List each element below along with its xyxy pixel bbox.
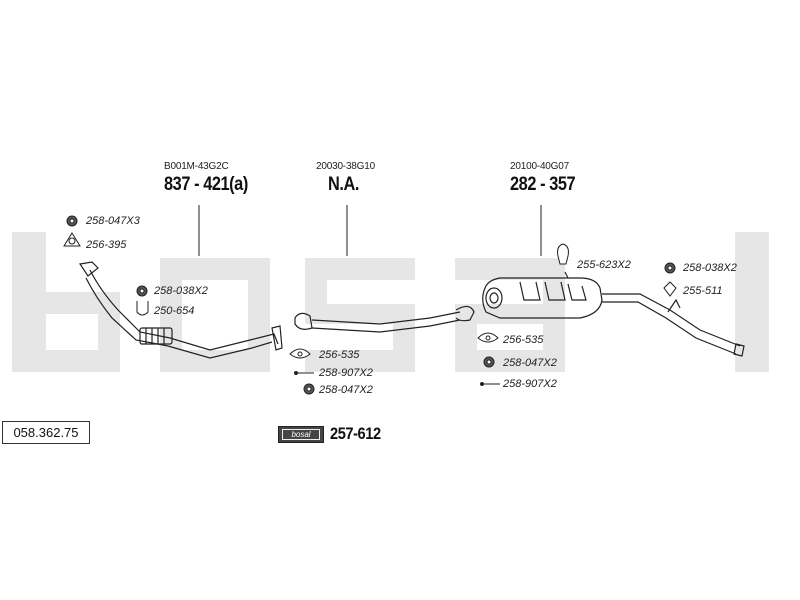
accessory-label: 258-907X2 xyxy=(503,378,557,390)
part-number-front: 837 - 421(a) xyxy=(164,174,248,195)
front-pipe xyxy=(78,261,283,359)
hanger-icon xyxy=(557,243,569,265)
accessory-label: 258-047X2 xyxy=(503,357,557,369)
accessory-label: 258-038X2 xyxy=(154,285,208,297)
gasket-icon xyxy=(63,232,81,247)
accessory-label: 256-395 xyxy=(86,239,127,251)
oem-number-rear: 20100-40G07 xyxy=(510,161,569,172)
u-clamp-icon xyxy=(136,301,149,316)
part-number-middle: N.A. xyxy=(328,174,359,195)
kit-part-number: 257-612 xyxy=(330,424,381,443)
accessory-label: 258-047X2 xyxy=(319,384,373,396)
accessory-label: 255-511 xyxy=(683,285,723,297)
accessory-label: 255-623X2 xyxy=(577,259,631,271)
bosal-logo: bosal xyxy=(278,426,324,443)
oem-number-middle: 20030-38G10 xyxy=(316,161,375,172)
accessory-icons xyxy=(63,215,677,395)
middle-pipe xyxy=(294,305,475,333)
part-number-rear: 282 - 357 xyxy=(510,174,576,195)
accessory-label: 258-907X2 xyxy=(319,367,373,379)
accessory-label: 256-535 xyxy=(319,349,360,361)
rubber-mount-icon xyxy=(663,281,677,297)
accessory-label: 256-535 xyxy=(503,334,544,346)
accessory-label: 258-038X2 xyxy=(683,262,737,274)
oem-number-front: B001M-43G2C xyxy=(164,161,229,172)
accessory-label: 250-654 xyxy=(154,305,195,317)
gasket-icon xyxy=(477,332,499,343)
accessory-label: 258-047X3 xyxy=(86,215,140,227)
bosal-logo-text: bosal xyxy=(282,429,320,440)
rear-silencer xyxy=(482,271,745,357)
gasket-icon xyxy=(289,348,311,359)
catalog-number: 058.362.75 xyxy=(2,421,90,444)
